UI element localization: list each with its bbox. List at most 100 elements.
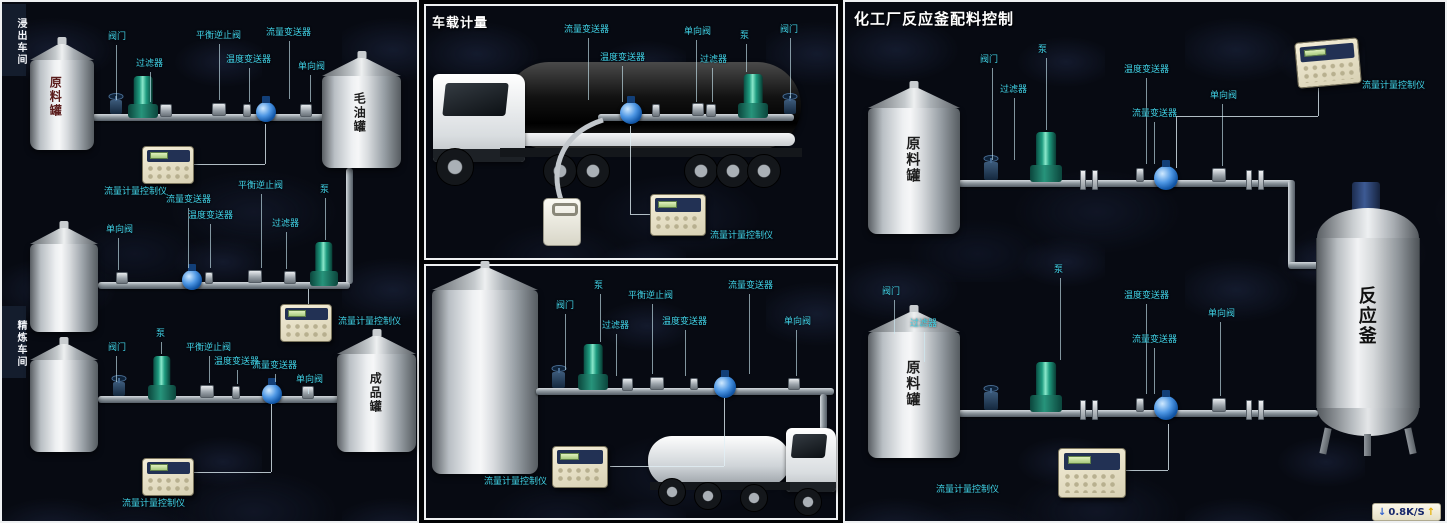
loading-hose xyxy=(554,117,604,201)
network-speed-value: 0.8K/S xyxy=(1388,506,1425,518)
filter-fitting xyxy=(160,104,172,117)
leader-line xyxy=(1014,98,1015,160)
leader-line xyxy=(261,194,262,268)
check-valve-label: 单向阀 xyxy=(298,62,326,72)
leader-line xyxy=(894,300,895,334)
storage-tank xyxy=(30,360,98,452)
pump-label: 泵 xyxy=(594,281,604,291)
signal-line xyxy=(1318,88,1319,116)
meter-display xyxy=(560,453,580,460)
flow-transmitter xyxy=(256,102,276,122)
flow-controller-label: 流量计量控制仪 xyxy=(1362,81,1426,91)
reactor-label: 反应釜 xyxy=(1355,286,1377,346)
leader-line xyxy=(118,238,119,270)
tank-label: 原料罐 xyxy=(904,136,921,184)
valve xyxy=(984,162,998,180)
check-valve-label: 单向阀 xyxy=(106,225,134,235)
flange xyxy=(1258,400,1264,420)
truck-wheel xyxy=(576,154,610,188)
leader-line xyxy=(685,330,686,376)
tanker-trailer xyxy=(648,436,790,486)
flow-controller-label: 流量计量控制仪 xyxy=(484,477,548,487)
balance-check-valve-fitting xyxy=(200,385,214,398)
pump xyxy=(738,74,768,118)
workshop-label-leaching: 浸出车间 xyxy=(2,4,26,76)
signal-line xyxy=(1126,470,1168,471)
check-valve-label: 单向阀 xyxy=(1208,309,1236,319)
filter-label: 过滤器 xyxy=(1000,85,1028,95)
balance-check-valve-label: 平衡逆止阀 xyxy=(238,181,284,191)
pump-label: 泵 xyxy=(156,329,166,339)
reactor-vessel xyxy=(1316,208,1420,436)
flow-controller-label: 流量计量控制仪 xyxy=(936,485,1000,495)
raw-material-tank xyxy=(868,332,960,458)
flange xyxy=(1092,170,1098,190)
network-speed-widget[interactable]: ↓ 0.8K/S ↑ xyxy=(1372,503,1442,521)
leader-line xyxy=(237,370,238,384)
meter-display xyxy=(287,310,306,317)
valve-label: 阀门 xyxy=(980,55,999,65)
truck-wheel xyxy=(716,154,750,188)
raw-material-tank xyxy=(868,108,960,234)
temperature-sensor-fitting xyxy=(1136,398,1144,412)
pipe xyxy=(98,282,350,289)
check-valve-fitting xyxy=(788,378,800,390)
pump-label: 泵 xyxy=(1054,265,1064,275)
flange xyxy=(1080,400,1086,420)
pipe xyxy=(98,396,340,403)
leader-line xyxy=(992,68,993,160)
temperature-sensor-fitting xyxy=(690,378,698,390)
temperature-sensor-fitting xyxy=(652,104,660,117)
check-valve-label: 单向阀 xyxy=(784,317,812,327)
signal-line xyxy=(630,214,650,215)
check-valve-label: 单向阀 xyxy=(1210,91,1238,101)
pump-label: 泵 xyxy=(1038,45,1048,55)
flow-transmitter-label: 流量变送器 xyxy=(728,281,774,291)
check-valve-label: 单向阀 xyxy=(296,375,324,385)
leader-line xyxy=(325,198,326,240)
raw-material-tank xyxy=(30,60,94,150)
check-valve-fitting xyxy=(300,104,312,117)
check-valve-fitting xyxy=(1212,398,1226,412)
valve-label: 阀门 xyxy=(780,25,799,35)
leader-line xyxy=(249,68,250,102)
pump-label: 泵 xyxy=(740,31,750,41)
leader-line xyxy=(1146,304,1147,394)
panel-title: 车载计量 xyxy=(432,16,489,31)
truck-cab xyxy=(786,428,836,492)
temperature-transmitter-label: 温度变送器 xyxy=(600,53,646,63)
upload-arrow-icon: ↑ xyxy=(1426,506,1436,518)
pump xyxy=(578,344,608,390)
balance-check-valve-label: 平衡逆止阀 xyxy=(196,31,242,41)
leader-line xyxy=(275,374,276,382)
pump xyxy=(128,76,158,118)
flow-controller-instrument xyxy=(142,458,194,496)
leader-line xyxy=(1046,58,1047,130)
hose-path xyxy=(554,117,604,201)
filter-fitting xyxy=(622,378,633,391)
signal-line xyxy=(1168,424,1169,470)
valve xyxy=(552,372,565,388)
truck-wheel xyxy=(747,154,781,188)
valve-label: 阀门 xyxy=(108,343,127,353)
signal-line xyxy=(610,466,724,467)
temperature-transmitter-label: 温度变送器 xyxy=(1124,291,1170,301)
temperature-sensor-fitting xyxy=(243,104,251,117)
flange xyxy=(1246,170,1252,190)
filter-label: 过滤器 xyxy=(910,319,938,329)
truck-wheel xyxy=(684,154,718,188)
truck-wheel xyxy=(436,148,474,186)
leader-line xyxy=(1154,122,1155,164)
temperature-sensor-fitting xyxy=(1136,168,1144,182)
flange xyxy=(1258,170,1264,190)
pipe xyxy=(598,114,794,121)
filter-label: 过滤器 xyxy=(700,55,728,65)
leader-line xyxy=(116,45,117,100)
temperature-sensor-fitting xyxy=(205,272,213,284)
pump xyxy=(1030,132,1062,182)
truck-cab xyxy=(433,74,525,162)
workshop-label-refining: 精炼车间 xyxy=(2,306,26,378)
tank-label: 原料罐 xyxy=(48,76,63,118)
flow-transmitter-label: 流量变送器 xyxy=(252,361,298,371)
